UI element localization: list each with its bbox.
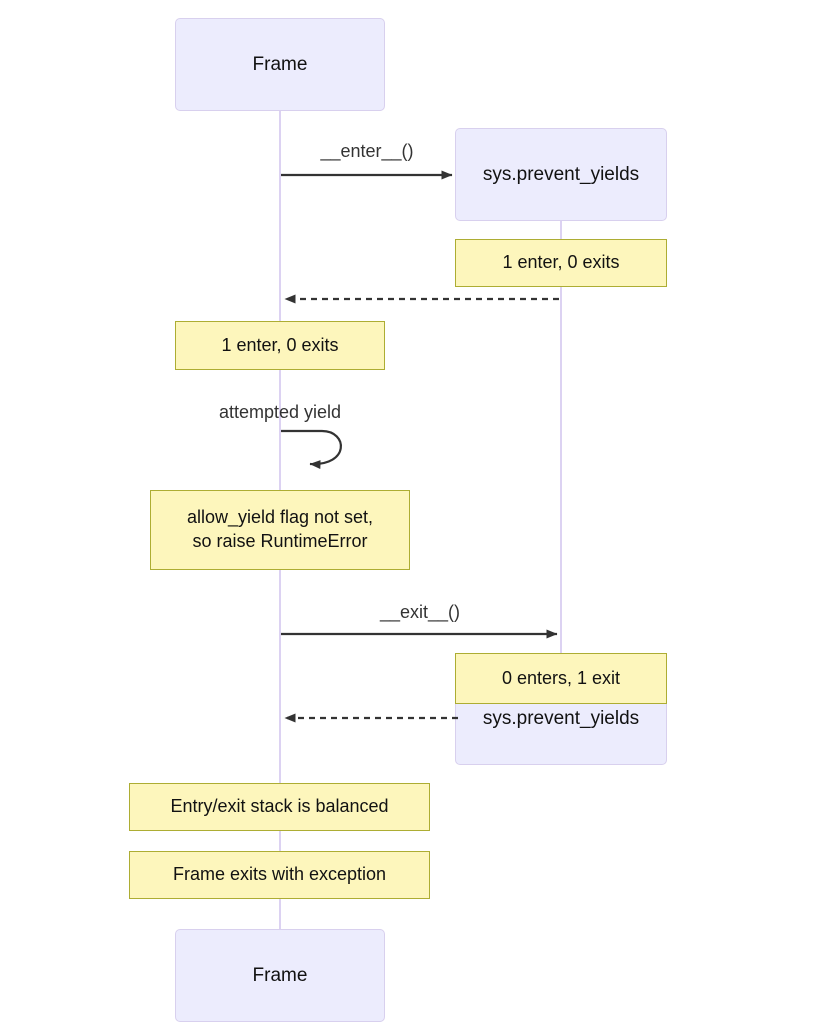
note-0-enters-1-exit: 0 enters, 1 exit xyxy=(455,653,667,704)
note-text: Frame exits with exception xyxy=(172,864,387,885)
note-allow-yield-flag-not-set: allow_yield flag not set, so raise Runti… xyxy=(150,490,410,570)
participant-frame-bottom[interactable]: Frame xyxy=(175,929,385,1022)
arrow-self-attempted-yield xyxy=(281,429,342,470)
message-label-enter: __enter__() xyxy=(320,141,414,161)
note-entry-exit-stack-balanced: Entry/exit stack is balanced xyxy=(129,783,430,831)
lifeline-sys-prevent-yields xyxy=(560,220,562,655)
participant-sys-prevent-yields-top-label: sys.prevent_yields xyxy=(482,163,640,185)
participant-frame-top-label: Frame xyxy=(252,53,308,75)
participant-sys-prevent-yields-bottom-label: sys.prevent_yields xyxy=(482,708,640,729)
note-text: allow_yield flag not set, so raise Runti… xyxy=(186,507,374,551)
participant-frame-top[interactable]: Frame xyxy=(175,18,385,111)
message-label-attempted-yield: attempted yield xyxy=(218,402,342,422)
note-1-enter-0-exits-right: 1 enter, 0 exits xyxy=(455,239,667,287)
note-text: 1 enter, 0 exits xyxy=(221,334,339,355)
message-label-exit: __exit__() xyxy=(379,602,461,622)
participant-sys-prevent-yields-top[interactable]: sys.prevent_yields xyxy=(455,128,667,221)
note-1-enter-0-exits-left: 1 enter, 0 exits xyxy=(175,321,385,370)
note-text: 0 enters, 1 exit xyxy=(501,667,621,688)
note-text: Entry/exit stack is balanced xyxy=(170,796,389,817)
note-frame-exits-with-exception: Frame exits with exception xyxy=(129,851,430,899)
note-text: 1 enter, 0 exits xyxy=(502,252,620,273)
participant-frame-bottom-label: Frame xyxy=(252,964,308,986)
